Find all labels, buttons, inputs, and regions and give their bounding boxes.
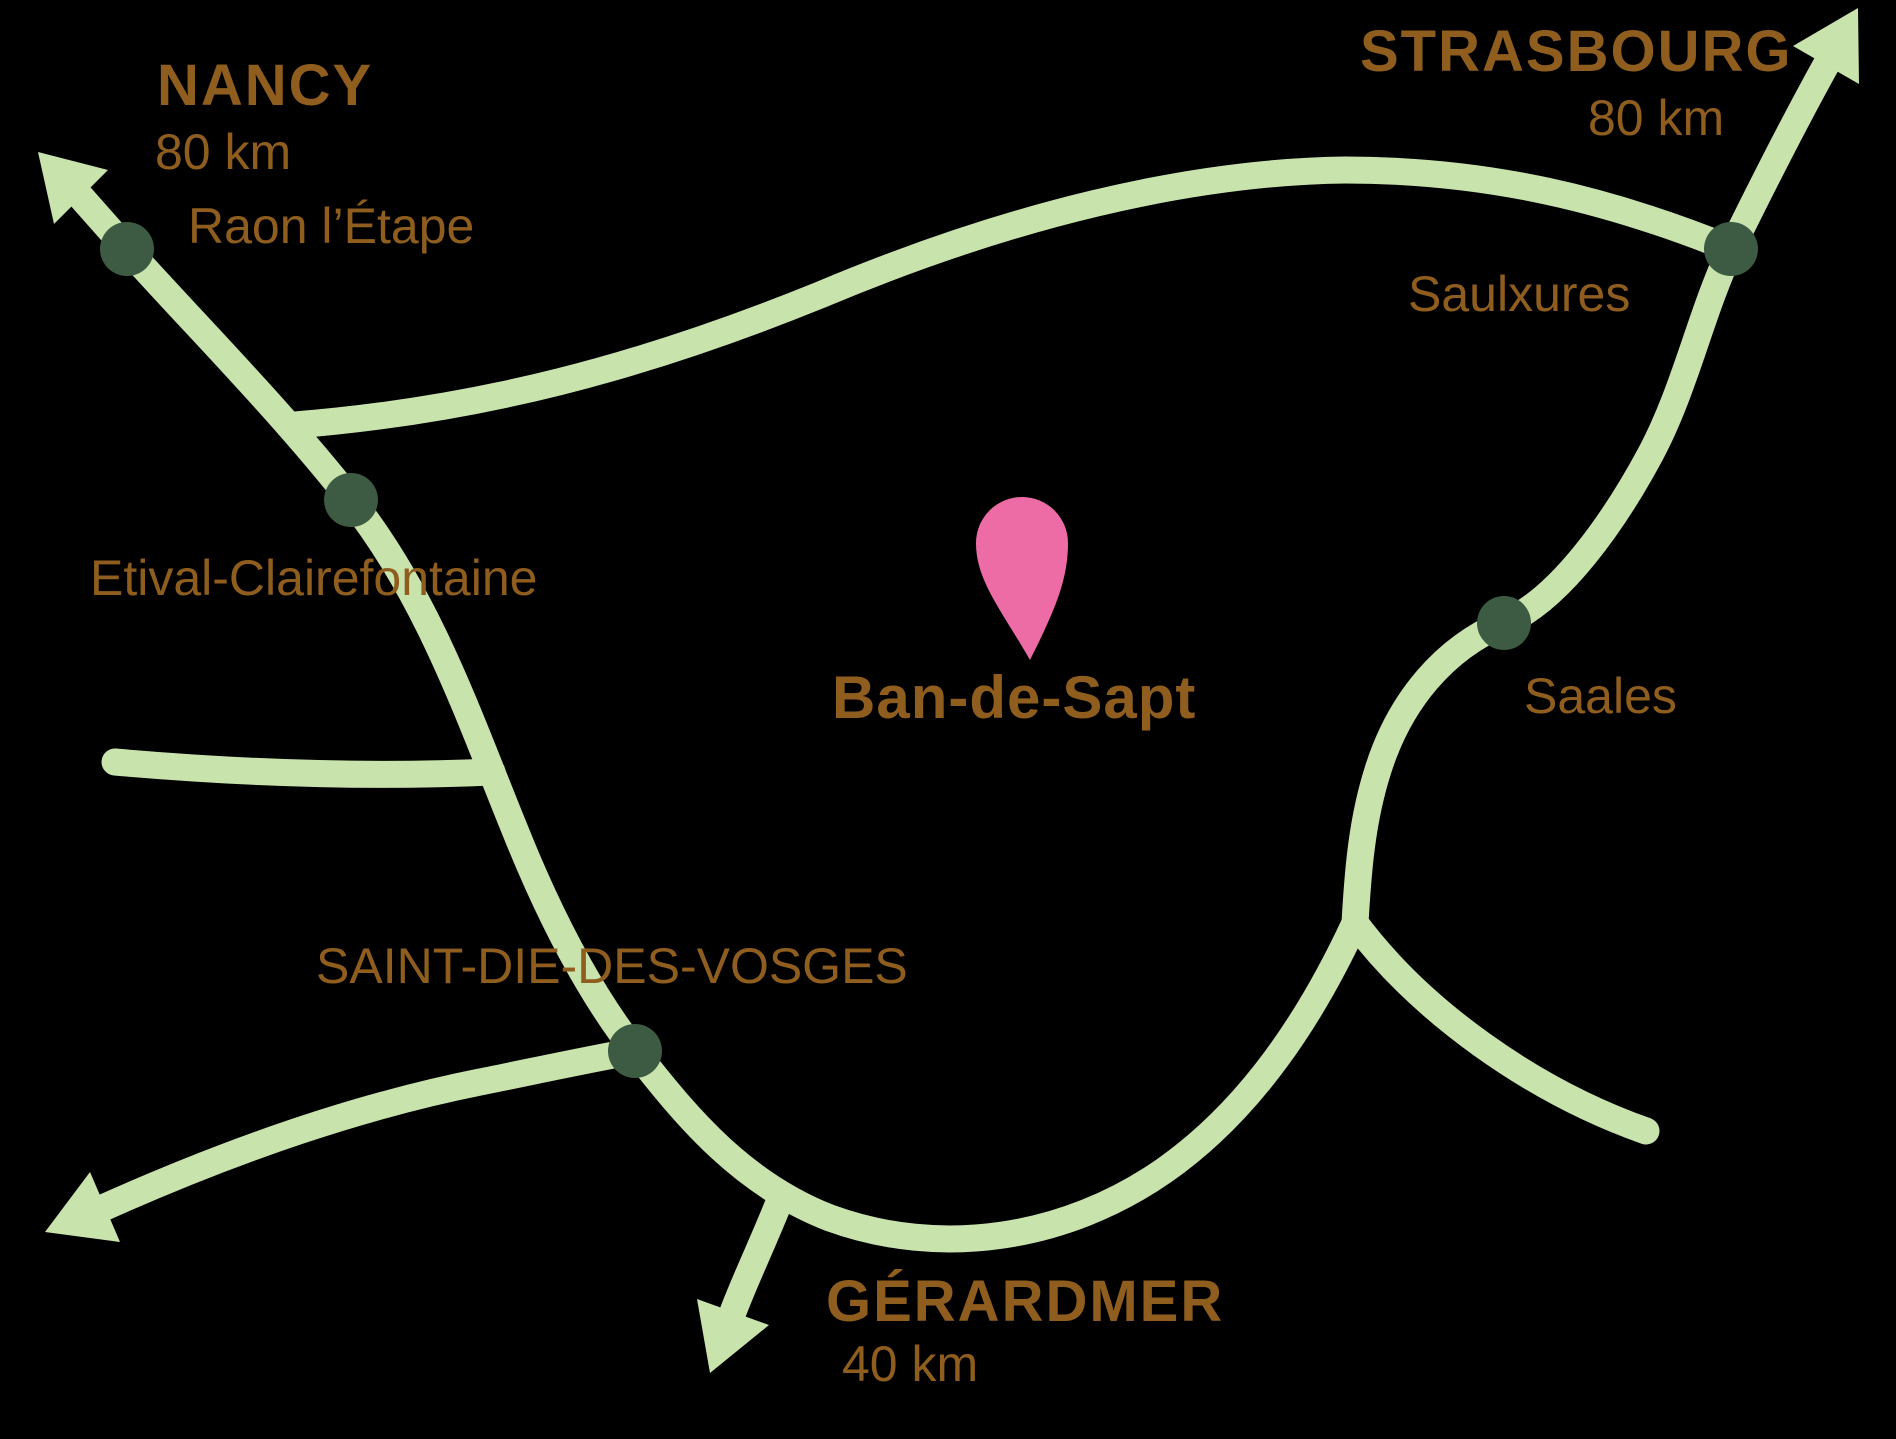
label-saales: Saales xyxy=(1524,668,1677,724)
label-saint-die: SAINT-DIE-DES-VOSGES xyxy=(316,938,908,994)
label-strasbourg: STRASBOURG xyxy=(1360,19,1793,84)
town-dot-etival xyxy=(324,473,378,527)
label-gerardmer: GÉRARDMER xyxy=(826,1269,1225,1334)
road-top xyxy=(281,156,1745,439)
label-saulxures: Saulxures xyxy=(1408,266,1631,322)
town-dot-saint-die xyxy=(608,1024,662,1078)
label-etival: Etival-Clairefontaine xyxy=(90,550,538,606)
town-dot-saales xyxy=(1477,596,1531,650)
arrowhead-gerardmer xyxy=(697,1299,769,1373)
location-pin-icon xyxy=(976,497,1068,660)
road-left-branch xyxy=(101,748,506,788)
label-nancy: NANCY xyxy=(157,53,374,118)
road-bottom-right-branch xyxy=(1341,909,1660,1145)
road-southwest xyxy=(91,1037,649,1221)
arrowhead-nancy xyxy=(38,152,108,224)
arrowhead-strasbourg xyxy=(1793,8,1859,84)
label-ban-de-sapt: Ban-de-Sapt xyxy=(832,664,1197,731)
town-dot-raon xyxy=(100,222,154,276)
label-strasbourg-distance: 80 km xyxy=(1588,90,1725,146)
label-raon: Raon l’Étape xyxy=(188,198,475,254)
label-nancy-distance: 80 km xyxy=(155,124,292,180)
town-dot-saulxures xyxy=(1704,222,1758,276)
label-gerardmer-distance: 40 km xyxy=(842,1336,979,1392)
road-gerardmer-branch xyxy=(719,1186,794,1326)
arrowhead-southwest xyxy=(45,1172,120,1242)
